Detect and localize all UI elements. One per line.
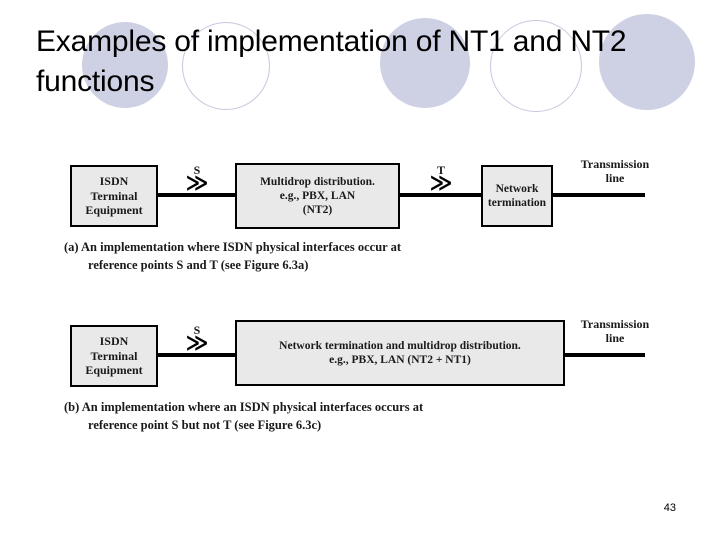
figure-container: ISDN Terminal Equipment S ≫ Multidrop di… (0, 140, 720, 450)
reference-point-s-a: S ≫ (183, 163, 211, 196)
diagram-a: ISDN Terminal Equipment S ≫ Multidrop di… (0, 148, 720, 236)
wire-terminal-to-nt2 (155, 193, 240, 197)
wire-nt2-to-nt1 (397, 193, 483, 197)
wire-transmission-line (550, 193, 645, 197)
page-title: Examples of implementation of NT1 and NT… (36, 25, 627, 98)
wire-terminal-to-combined (155, 353, 240, 357)
caption-a-line-2: reference points S and T (see Figure 6.3… (88, 258, 309, 273)
reference-point-t-a: T ≫ (427, 163, 455, 196)
reference-point-s-label-a: S (193, 163, 201, 177)
page-number: 43 (663, 502, 676, 514)
box-isdn-terminal-equipment-b[interactable]: ISDN Terminal Equipment (70, 325, 158, 387)
chevron-right-icon-t-a: ≫ (429, 171, 453, 196)
box-nt2-multidrop-distribution[interactable]: Multidrop distribution. e.g., PBX, LAN (… (235, 163, 400, 229)
reference-point-s-b: S ≫ (183, 323, 211, 356)
box-network-termination[interactable]: Network termination (481, 165, 553, 227)
transmission-line-label-a: Transmission line (580, 157, 650, 185)
box-isdn-terminal-equipment[interactable]: ISDN Terminal Equipment (70, 165, 158, 227)
box-network-termination-and-multidrop[interactable]: Network termination and multidrop distri… (235, 320, 565, 386)
caption-b-line-2: reference point S but not T (see Figure … (88, 418, 322, 433)
reference-point-t-label-a: T (436, 163, 445, 177)
reference-point-s-label-b: S (193, 323, 201, 337)
transmission-line-label-b: Transmission line (580, 317, 650, 345)
chevron-right-icon-s-a: ≫ (185, 171, 209, 196)
chevron-right-icon-s-b: ≫ (185, 331, 209, 356)
caption-b-line-1: (b) An implementation where an ISDN phys… (64, 400, 424, 414)
caption-a-line-1: (a) An implementation where ISDN physica… (64, 240, 402, 254)
caption-b: (b) An implementation where an ISDN phys… (64, 398, 534, 434)
diagram-b: ISDN Terminal Equipment S ≫ Network term… (0, 308, 720, 396)
caption-a: (a) An implementation where ISDN physica… (64, 238, 534, 274)
wire-transmission-line-b (560, 353, 645, 357)
